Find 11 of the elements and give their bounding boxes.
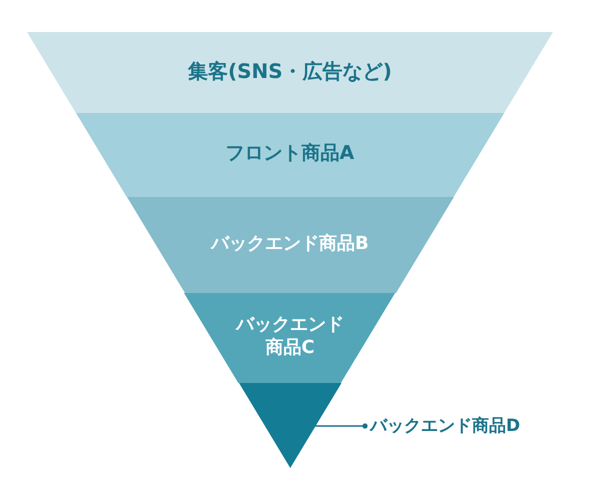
funnel-tier [76,113,504,197]
tier-label: 集客(SNS・広告など) [188,58,392,84]
funnel-tier [184,293,396,383]
funnel-tier [126,197,454,293]
funnel-tier [27,32,553,113]
tier-label: フロント商品A [225,140,354,166]
tier-label: バックエンド商品B [210,232,369,255]
callout-label: バックエンド商品D [370,415,520,438]
funnel-tip [238,383,342,468]
leader-line [315,423,368,429]
tier-label: バックエンド商品C [234,312,345,360]
